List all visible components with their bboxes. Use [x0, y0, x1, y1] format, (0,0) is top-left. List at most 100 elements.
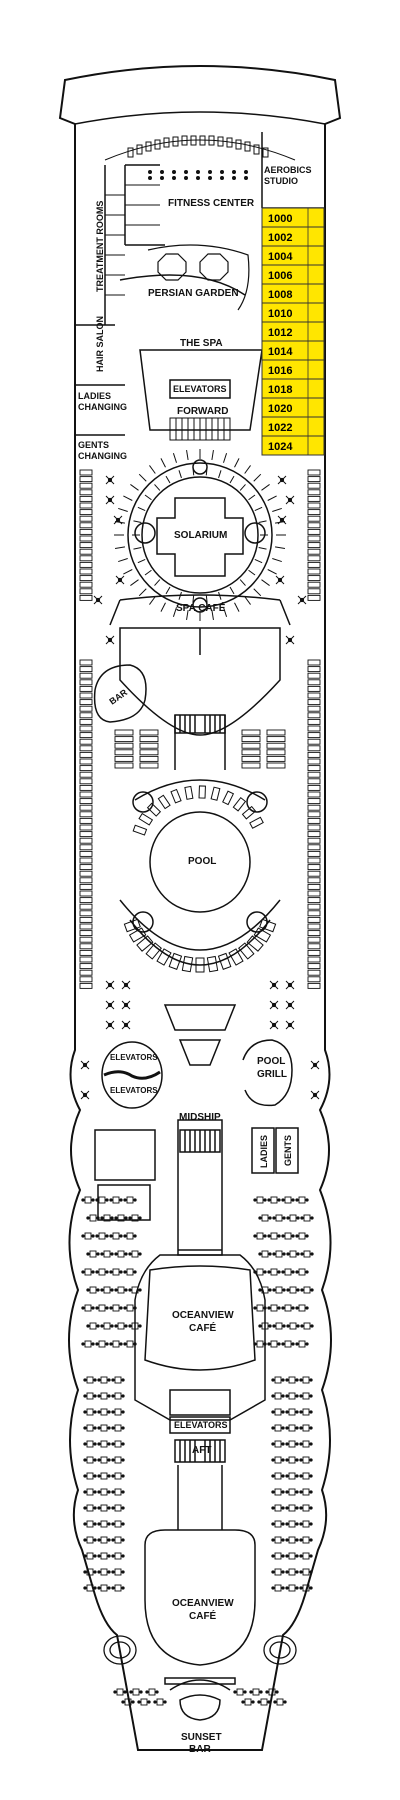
dining-chair	[111, 1378, 115, 1382]
stateroom-number: 1004	[268, 251, 293, 263]
dining-chair	[277, 1198, 281, 1202]
dining-chair	[309, 1426, 313, 1430]
dining-table	[103, 1250, 111, 1258]
dining-chair	[309, 1458, 313, 1462]
dining-chair	[111, 1506, 115, 1510]
lounger	[307, 969, 321, 976]
dining-table	[302, 1376, 310, 1384]
lounger	[79, 903, 93, 910]
dining-chair	[309, 1554, 313, 1558]
dining-chair	[272, 1216, 276, 1220]
solarium-lounger	[253, 588, 262, 597]
dining-chair	[291, 1234, 295, 1238]
stateroom-number: 1010	[268, 308, 292, 320]
dining-table	[114, 1392, 122, 1400]
dining-table	[302, 1424, 310, 1432]
dining-chair	[86, 1252, 90, 1256]
stateroom-1024[interactable]	[261, 435, 325, 456]
dining-chair	[111, 1522, 115, 1526]
dining-chair	[111, 1570, 115, 1574]
dining-chair	[296, 1324, 300, 1328]
dining-chair	[119, 1342, 123, 1346]
dining-chair	[282, 1216, 286, 1220]
dining-chair	[281, 1490, 285, 1494]
dining-chair	[124, 1252, 128, 1256]
dining-table	[86, 1488, 94, 1496]
solarium-inner-lounger	[205, 467, 208, 476]
dining-chair	[277, 1270, 281, 1274]
dining-chair	[147, 1700, 151, 1704]
lounger	[79, 581, 93, 588]
table-cluster-center	[287, 1002, 293, 1008]
dining-chair	[96, 1324, 100, 1328]
dining-chair	[97, 1442, 101, 1446]
stateroom-number: 1024	[268, 441, 293, 453]
dining-chair	[114, 1288, 118, 1292]
dining-chair	[263, 1342, 267, 1346]
dining-table	[100, 1584, 108, 1592]
pool-deck-seat	[210, 786, 221, 801]
dining-chair	[263, 1234, 267, 1238]
pool-seats	[123, 785, 277, 973]
dining-chair	[257, 1700, 261, 1704]
solarium-lounger	[244, 465, 251, 474]
table-cluster-center	[271, 1022, 277, 1028]
dining-table	[86, 1504, 94, 1512]
lounger	[79, 659, 93, 666]
dining-table	[126, 1268, 134, 1276]
dining-table	[268, 1688, 276, 1696]
dining-chair	[277, 1306, 281, 1310]
lounger	[307, 555, 321, 562]
dining-chair	[277, 1234, 281, 1238]
dining-chair	[133, 1306, 137, 1310]
solarium-inner-lounger	[133, 520, 142, 524]
midship-elevators-structure	[101, 1041, 163, 1109]
dining-chair	[86, 1216, 90, 1220]
dining-chair	[271, 1426, 275, 1430]
solarium-lounger	[130, 484, 139, 491]
dining-table	[288, 1568, 296, 1576]
dining-chair	[299, 1570, 303, 1574]
gents-label: GENTS	[283, 1135, 293, 1166]
dining-chair	[107, 1538, 111, 1542]
dining-table	[114, 1456, 122, 1464]
dining-chair	[286, 1252, 290, 1256]
lounger	[307, 811, 321, 818]
dining-table	[274, 1392, 282, 1400]
dining-chair	[137, 1700, 141, 1704]
dining-chair	[96, 1288, 100, 1292]
lounger	[79, 850, 93, 857]
dining-chair	[107, 1570, 111, 1574]
dining-chair	[121, 1554, 125, 1558]
lounger	[139, 762, 159, 769]
dining-chair	[119, 1234, 123, 1238]
dining-chair	[107, 1522, 111, 1526]
dining-chair	[93, 1490, 97, 1494]
dining-table	[288, 1552, 296, 1560]
dining-table	[274, 1424, 282, 1432]
lounger	[79, 870, 93, 877]
solarium-lounger	[274, 546, 286, 549]
dining-chair	[299, 1490, 303, 1494]
dining-table	[112, 1304, 120, 1312]
solarium-inner-lounger	[229, 586, 235, 595]
dining-chair	[83, 1570, 87, 1574]
dining-chair	[86, 1288, 90, 1292]
pool-lounger	[128, 927, 147, 943]
dining-table	[131, 1250, 139, 1258]
lounger	[307, 844, 321, 851]
solarium-lounger	[172, 453, 177, 463]
dining-chair	[97, 1474, 101, 1478]
dining-table	[256, 1196, 264, 1204]
dining-table	[132, 1688, 140, 1696]
dining-table	[126, 1232, 134, 1240]
dining-chair	[275, 1690, 279, 1694]
dining-table	[100, 1568, 108, 1576]
pool-deck-seat	[222, 790, 235, 806]
dining-chair	[263, 1306, 267, 1310]
lounger	[79, 824, 93, 831]
dining-table	[302, 1488, 310, 1496]
dining-chair	[281, 1506, 285, 1510]
dining-chair	[121, 1586, 125, 1590]
table-cluster-center	[287, 982, 293, 988]
